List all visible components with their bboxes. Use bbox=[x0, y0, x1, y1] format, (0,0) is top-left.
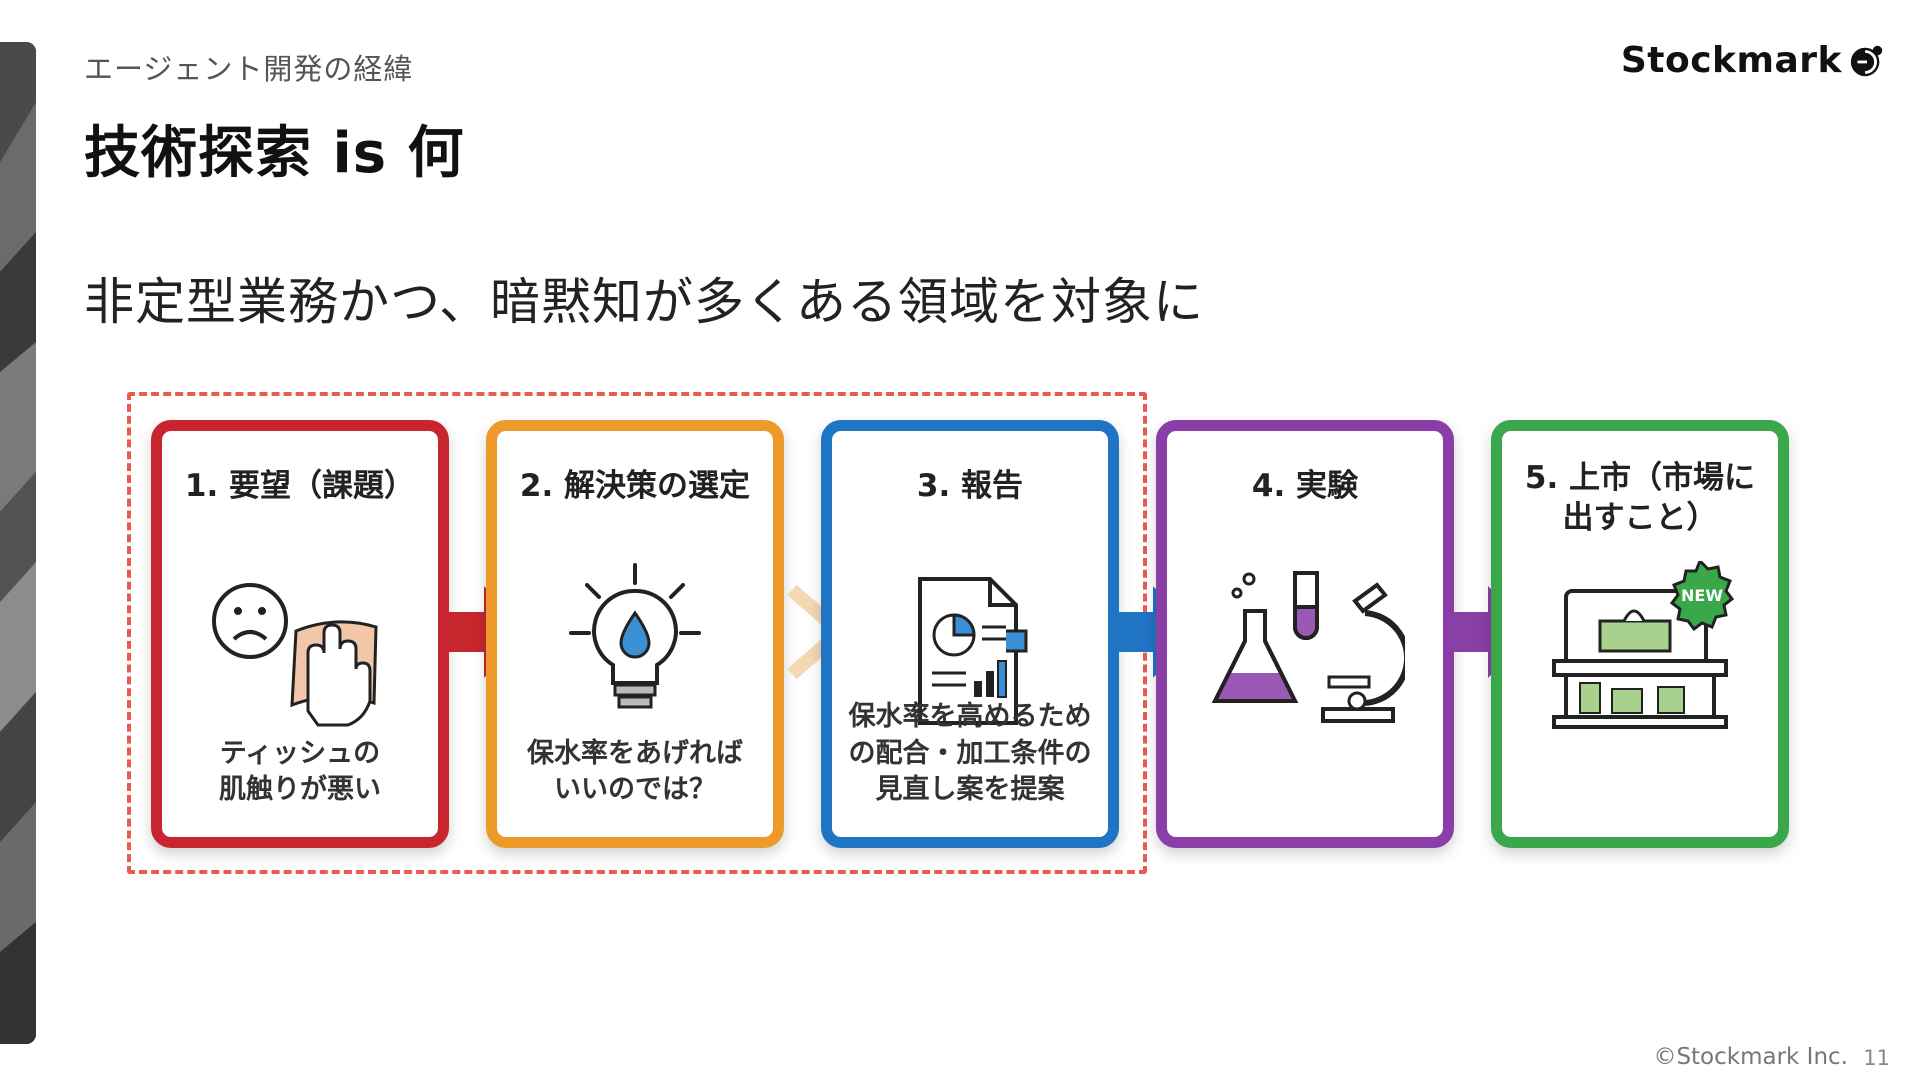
step-card-request: 1. 要望（課題） ティッシュの 肌触りが悪い bbox=[151, 420, 449, 848]
step-card-report: 3. 報告 保水率を高めるため の配合・加工条件の 見直し案を提案 bbox=[821, 420, 1119, 848]
step-label: 2. 解決策の選定 bbox=[497, 467, 773, 507]
step-label: 4. 実験 bbox=[1167, 467, 1443, 507]
page-number: 11 bbox=[1863, 1046, 1890, 1070]
step-caption: ティッシュの 肌触りが悪い bbox=[162, 736, 438, 809]
step-card-launch: 5. 上市（市場に 出すこと） NEW bbox=[1491, 420, 1789, 848]
step-card-experiment: 4. 実験 bbox=[1156, 420, 1454, 848]
step-label: 1. 要望（課題） bbox=[162, 467, 438, 507]
sad-face-tissue-icon bbox=[200, 561, 400, 731]
step-label: 3. 報告 bbox=[832, 467, 1108, 507]
lab-flask-microscope-icon bbox=[1205, 561, 1405, 731]
step-caption: 保水率をあげれば いいのでは？ bbox=[497, 736, 773, 809]
step-card-solution: 2. 解決策の選定 保水率をあげれば いいのでは？ bbox=[486, 420, 784, 848]
new-product-shelf-icon: NEW bbox=[1540, 561, 1740, 731]
step-caption: 保水率を高めるため の配合・加工条件の 見直し案を提案 bbox=[832, 699, 1108, 809]
step-label: 5. 上市（市場に 出すこと） bbox=[1502, 459, 1778, 538]
footer-copyright: ©Stockmark Inc. bbox=[1653, 1044, 1848, 1070]
new-badge-label: NEW bbox=[1681, 586, 1723, 605]
lightbulb-drop-icon bbox=[535, 561, 735, 731]
